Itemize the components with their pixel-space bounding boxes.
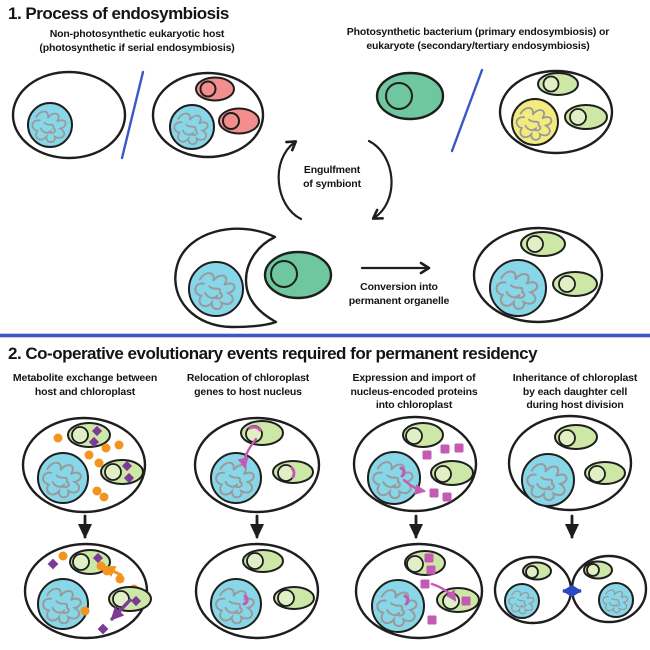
chloroplast [402,422,444,448]
chloroplast [520,231,566,257]
column2-label: Relocation of chloroplast genes to host … [186,372,310,398]
host-cell-label: Non-photosynthetic eukaryotic host (phot… [39,28,235,54]
inheritance-cell-before [507,414,633,512]
nuclear-gene [399,466,406,478]
export-arrow [110,598,132,621]
expression-arrow [402,478,426,495]
chloroplast [436,587,480,613]
chloroplast [272,460,314,484]
chloroplast [554,424,598,450]
chloroplast [564,104,608,130]
chloroplast [522,561,552,581]
engulfed-symbiont [263,250,333,300]
chloroplast [552,271,598,297]
chloroplast-gene [290,466,296,479]
symbiont-label: Photosynthetic bacterium (primary endosy… [346,26,610,52]
dividing-daughter-cells [493,554,648,625]
chloroplast [69,549,111,575]
protein-import-cell-before [352,415,478,513]
chloroplast [100,459,144,485]
chloroplast [583,560,613,580]
divider-slash-left [120,70,145,160]
metabolite-cell-before [21,416,147,514]
chloroplast [584,461,626,485]
chloroplast [273,586,315,610]
host-cell-with-symbionts [151,71,265,159]
pink-symbiont [195,76,235,102]
converted-cell [472,226,604,324]
gene-relocation-cell-before [193,416,321,514]
chloroplast [240,420,284,446]
section1-title: 1. Process of endosymbiosis [8,4,229,23]
chloroplast [67,422,111,448]
import-into-chloroplast-arrow [430,582,457,602]
gene-transfer-arrow [237,437,258,469]
chloroplast [242,549,284,573]
photosynthetic-bacterium-cell [375,71,445,121]
conversion-label: Conversion into permanent organelle [348,281,450,307]
nuclear-gene [403,594,410,606]
engulfing-host-cell [174,227,333,329]
divider-slash-right [450,68,484,153]
column4-label: Inheritance of chloroplast by each daugh… [512,372,638,411]
pink-symbiont [218,107,260,135]
column1-label: Metabolite exchange between host and chl… [12,372,158,398]
gene-relocation-cell-after [194,542,320,640]
host-cell-empty [11,70,127,160]
photosynthetic-eukaryote-cell [498,69,614,155]
metabolite-cell-after [23,542,152,640]
section2-title: 2. Co-operative evolutionary events requ… [8,344,538,363]
engulfment-cycle-arrows [277,139,393,221]
chloroplast [430,460,474,486]
column3-label: Expression and import of nucleus-encoded… [350,372,478,411]
section-divider [0,333,650,338]
protein-import-cell-after [354,542,484,640]
chloroplast [404,550,446,576]
metabolite-dots [53,433,124,502]
relocated-gene [242,594,249,606]
import-arrow [103,565,123,577]
chloroplast-gene [248,425,262,432]
engulfment-label: Engulfment of symbiont [303,164,361,190]
chloroplast [537,72,579,96]
